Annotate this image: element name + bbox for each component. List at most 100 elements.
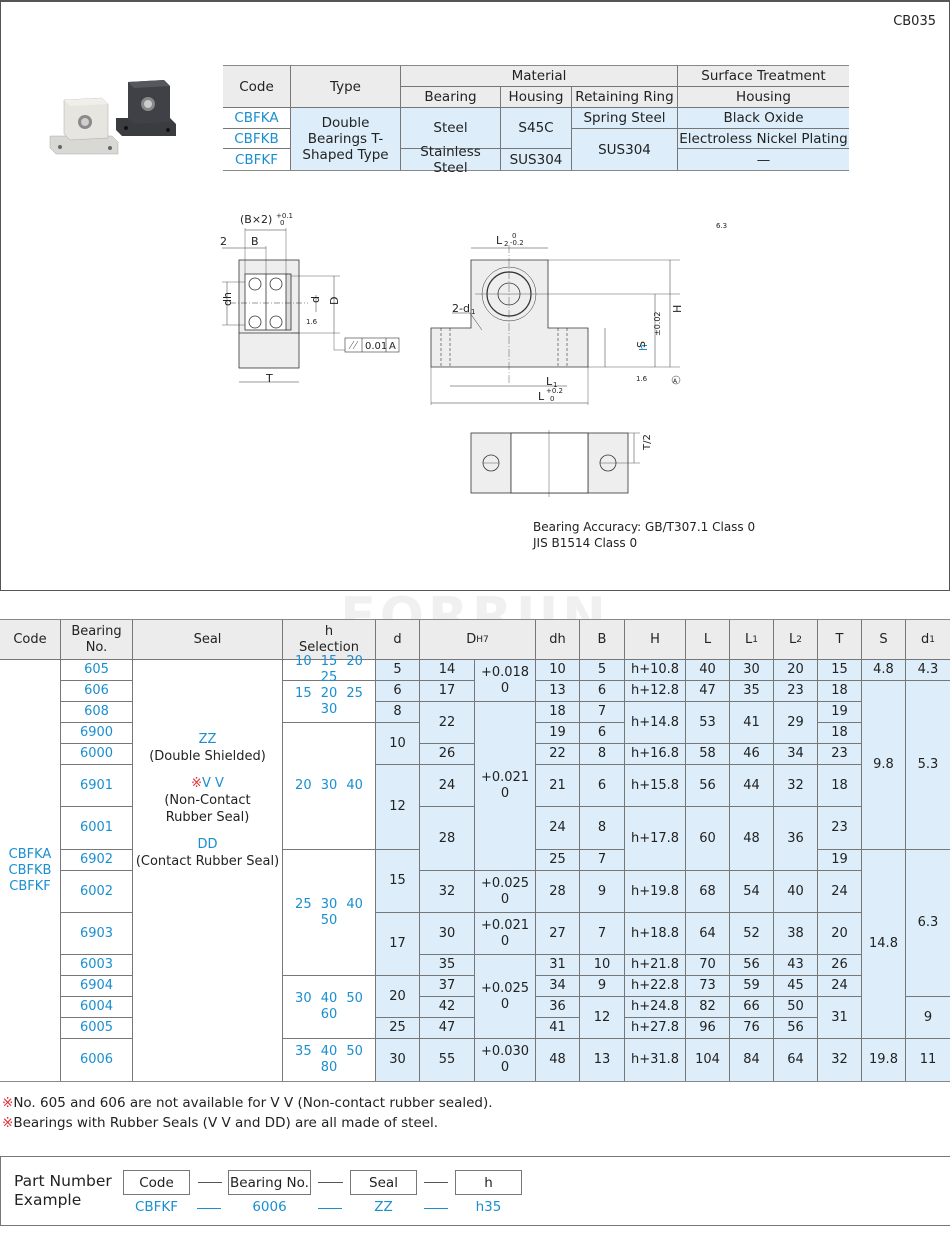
note-2: ※Bearings with Rubber Seals (V V and DD)…	[2, 1113, 493, 1133]
d1-cell: 6.3	[906, 850, 950, 997]
roughness-1-6-side: 1.6	[306, 318, 318, 326]
note-mark: ※	[2, 1115, 14, 1131]
bearing-no-cell[interactable]: 6002	[61, 871, 133, 913]
bearing-no-cell[interactable]: 6006	[61, 1039, 133, 1081]
mat-header-material: Material	[401, 66, 678, 87]
dh7-tolerance-cell-lower: 0	[500, 891, 510, 907]
bearing-no-cell[interactable]: 6003	[61, 955, 133, 976]
code-link[interactable]: CBFKB	[8, 862, 52, 878]
bearing-no-cell[interactable]: 606	[61, 681, 133, 702]
dh-cell: 25	[536, 850, 580, 871]
l2-cell: 45	[774, 976, 818, 997]
part-number-title-1: Part Number	[14, 1172, 112, 1190]
mat-header-code: Code	[223, 66, 291, 108]
part-number-title: Part Number Example	[14, 1172, 112, 1210]
mat-code-cbfka[interactable]: CBFKA	[223, 108, 291, 129]
mat-code-cbfkb[interactable]: CBFKB	[223, 129, 291, 149]
bearing-no-cell[interactable]: 6004	[61, 997, 133, 1018]
dim-t-half: T/2	[642, 434, 653, 451]
dim-h-big: H	[671, 305, 684, 313]
dim-l-tol-upper: +0.2	[546, 387, 563, 395]
mat-housing-sus304: SUS304	[501, 149, 572, 170]
l1-cell: 46	[730, 744, 774, 765]
l-cell: 104	[686, 1039, 730, 1081]
bearing-no-cell[interactable]: 6001	[61, 807, 133, 850]
accuracy-line-2: JIS B1514 Class 0	[533, 536, 638, 550]
l-cell: 53	[686, 702, 730, 744]
accuracy-line-1: Bearing Accuracy: GB/T307.1 Class 0	[533, 520, 756, 534]
bearing-no-cell[interactable]: 608	[61, 702, 133, 723]
black-housing-image	[116, 80, 176, 136]
roughness-6-3: 6.3	[716, 222, 727, 230]
mat-header-type: Type	[291, 66, 401, 108]
mat-code-cbfkf[interactable]: CBFKF	[223, 149, 291, 170]
l1-cell: 54	[730, 871, 774, 913]
t-cell: 18	[818, 765, 862, 807]
header-l: L	[686, 620, 730, 660]
header-h-selection-lower: Selection	[299, 639, 359, 655]
d-cell: 5	[376, 660, 420, 681]
bearing-no-cell[interactable]: 6902	[61, 850, 133, 871]
dim-l1-sub: 1	[553, 381, 557, 389]
bearing-no-cell[interactable]: 6901	[61, 765, 133, 807]
header-l1-subscript: 1	[752, 634, 758, 645]
l-cell: 40	[686, 660, 730, 681]
bearing-no-cell[interactable]: 6903	[61, 913, 133, 955]
mat-header-surface: Surface Treatment	[678, 66, 849, 87]
dh7-tolerance-cell-upper: +0.025	[480, 875, 530, 891]
bearing-no-cell[interactable]: 6904	[61, 976, 133, 997]
l-cell: 64	[686, 913, 730, 955]
b-cell: 6	[580, 681, 625, 702]
s-cell: 19.8	[862, 1039, 906, 1081]
b-cell: 9	[580, 976, 625, 997]
d1-cell: 5.3	[906, 681, 950, 850]
dim-h-tol: ±0.02	[653, 311, 662, 336]
side-section-view	[222, 228, 400, 383]
code-link[interactable]: CBFKF	[9, 878, 51, 894]
dim-t: T	[265, 372, 273, 385]
mat-ring-spring-steel: Spring Steel	[572, 108, 678, 129]
b-cell: 7	[580, 913, 625, 955]
d1-cell: 11	[906, 1039, 950, 1081]
dim-bx2-tol-upper: +0.1	[276, 212, 293, 220]
parallelism-datum: A	[389, 341, 396, 352]
header-d1-subscript: 1	[929, 634, 935, 645]
l-cell: 96	[686, 1018, 730, 1039]
dh7-tolerance-cell-upper: +0.030	[480, 1044, 530, 1059]
header-l1-label: L	[745, 631, 753, 647]
mat-bearing-stainless: Stainless Steel	[401, 144, 501, 176]
l-cell: 73	[686, 976, 730, 997]
seal-zz-desc: (Double Shielded)	[149, 749, 266, 764]
h-cell: h+12.8	[625, 681, 686, 702]
d1-cell: 9	[906, 997, 950, 1039]
t-cell: 19	[818, 850, 862, 871]
b-cell: 7	[580, 702, 625, 723]
b-cell: 10	[580, 955, 625, 976]
s-cell: 9.8	[862, 681, 906, 850]
dh7-tolerance-cell-lower: 0	[500, 996, 510, 1012]
bearing-no-cell[interactable]: 6005	[61, 1018, 133, 1039]
code-link[interactable]: CBFKA	[8, 846, 52, 862]
dim-s: S	[635, 341, 648, 348]
bearing-no-cell[interactable]: 6900	[61, 723, 133, 744]
dh7-tolerance-cell-upper: +0.021	[480, 917, 530, 933]
dh-cell: 21	[536, 765, 580, 807]
bearing-no-cell[interactable]: 605	[61, 660, 133, 681]
roughness-1-6-front: 1.6	[636, 375, 648, 383]
dh7-cell: 22	[420, 702, 475, 744]
pn-value-h: h35	[475, 1199, 502, 1215]
mat-surface-nickel: Electroless Nickel Plating	[678, 129, 849, 149]
dh7-tolerance-cell-upper: +0.018	[480, 664, 530, 680]
header-bearing-no-upper: Bearing	[71, 623, 122, 639]
mat-bearing-steel: Steel	[401, 108, 501, 149]
dh7-tolerance-cell-upper: +0.021	[480, 770, 530, 785]
b-cell: 13	[580, 1039, 625, 1081]
b-cell: 12	[580, 997, 625, 1039]
bearing-no-cell[interactable]: 6000	[61, 744, 133, 765]
dh-cell: 24	[536, 807, 580, 850]
